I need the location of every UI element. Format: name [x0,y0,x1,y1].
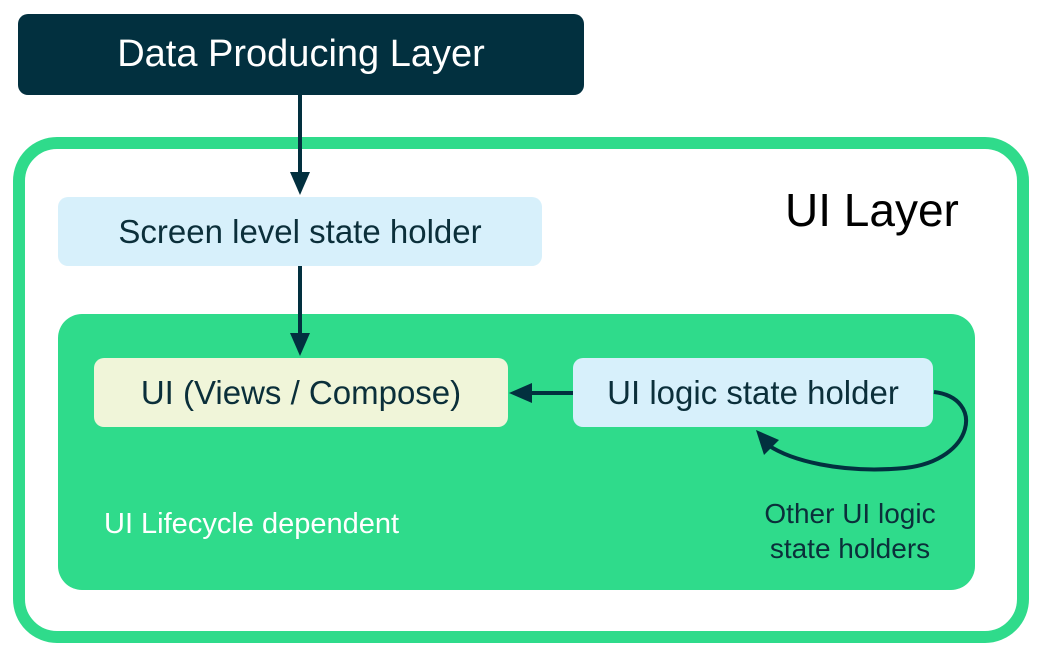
screen-level-state-holder-box: Screen level state holder [58,197,542,266]
other-holders-line-2: state holders [769,533,931,564]
data-producing-layer-box: Data Producing Layer [18,14,584,95]
screen-level-state-holder-label: Screen level state holder [118,212,482,250]
ui-layer-title: UI Layer [785,184,959,236]
other-ui-logic-state-holders-label: Other UI logic state holders [735,496,965,566]
data-producing-layer-label: Data Producing Layer [117,33,485,75]
ui-lifecycle-dependent-label: UI Lifecycle dependent [104,508,400,540]
other-holders-line-1: Other UI logic [764,498,936,529]
ui-views-compose-box: UI (Views / Compose) [94,358,508,427]
ui-logic-state-holder-box: UI logic state holder [573,358,933,427]
ui-logic-state-holder-label: UI logic state holder [607,373,899,411]
ui-views-compose-label: UI (Views / Compose) [140,373,462,411]
